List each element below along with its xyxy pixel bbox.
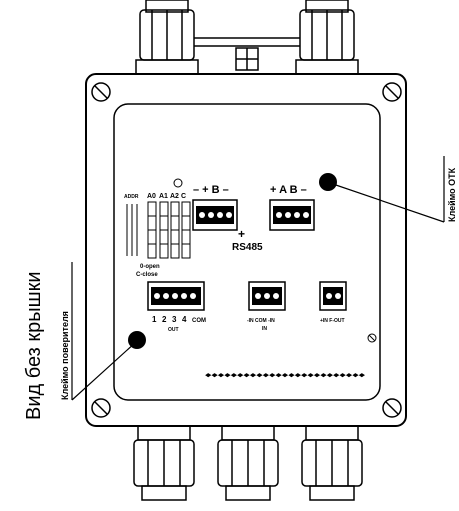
view-title: Вид без крышки bbox=[23, 271, 45, 420]
jumper-header-c: C bbox=[181, 193, 186, 200]
in-terminal-block: -IN COM -IN IN bbox=[247, 281, 286, 332]
rs485-terminal-left-signs: – + B – bbox=[193, 184, 229, 196]
jumper-legend-close: C-close bbox=[136, 272, 158, 278]
rs485-plus: + bbox=[238, 227, 245, 241]
in-pin-labels: -IN COM -IN bbox=[247, 318, 275, 324]
bottom-cable-gland-middle bbox=[217, 425, 279, 501]
rs485-terminal-right-signs: + A B – bbox=[270, 184, 307, 196]
out-pin-4: 4 bbox=[182, 315, 187, 324]
seal-otk-leader bbox=[329, 182, 445, 223]
rs485-terminal-left: – + B – bbox=[192, 184, 238, 231]
seal-otk-label: Клеймо ОТК bbox=[447, 167, 457, 222]
bottom-cable-gland-left bbox=[133, 425, 195, 501]
rs485-label-group: + RS485 bbox=[232, 227, 263, 253]
out-pin-2: 2 bbox=[162, 315, 167, 324]
board-screw-icon bbox=[367, 333, 377, 343]
ground-mark-icon bbox=[173, 178, 183, 188]
seal-otk-mark bbox=[319, 173, 337, 191]
top-cable-gland-left bbox=[135, 0, 199, 75]
out-pin-com: COM bbox=[192, 318, 206, 324]
bottom-cable-gland-right bbox=[301, 425, 363, 501]
diamond-row: ◆◆◆◆◆◆◆◆◆◆◆◆◆◆◆◆◆◆◆◆◆◆◆◆◆ bbox=[205, 371, 366, 379]
jumper-header-a1: A1 bbox=[159, 193, 168, 200]
out-pin-3: 3 bbox=[172, 315, 177, 324]
seal-verifier-leader bbox=[71, 341, 137, 401]
corner-screw-icon bbox=[91, 82, 402, 418]
fout-pin-labels: +IN F-OUT bbox=[320, 318, 345, 324]
fout-terminal-block: +IN F-OUT bbox=[319, 281, 347, 324]
top-clamp-bar bbox=[194, 37, 300, 71]
out-terminal-block: 1 2 3 4 COM OUT bbox=[147, 281, 206, 333]
out-caption: OUT bbox=[168, 327, 179, 333]
seal-verifier-label: Клеймо поверителя bbox=[60, 311, 70, 400]
rs485-terminal-right: + A B – bbox=[269, 184, 315, 231]
rs485-label: RS485 bbox=[232, 242, 263, 253]
jumper-legend-open: 0-open bbox=[140, 264, 160, 270]
out-pin-1: 1 bbox=[152, 315, 157, 324]
jumper-header-a2: A2 bbox=[170, 193, 179, 200]
jumper-prefix: ADDR bbox=[124, 194, 139, 200]
jumper-header-a0: A0 bbox=[147, 193, 156, 200]
address-jumper-block: ADDR A0 A1 A2 C 0-open C-close bbox=[124, 178, 191, 278]
seal-verifier-mark bbox=[128, 331, 146, 349]
in-caption: IN bbox=[262, 326, 267, 332]
top-cable-gland-right bbox=[295, 0, 359, 75]
